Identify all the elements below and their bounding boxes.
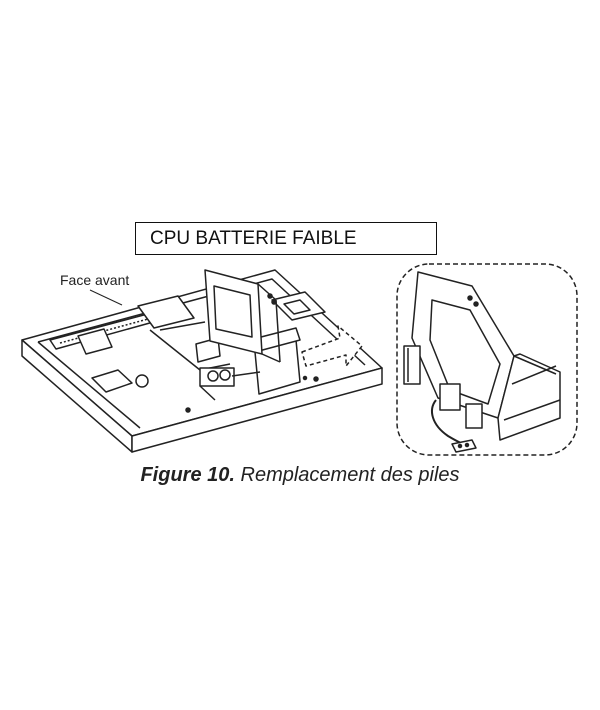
lcd-message-text: CPU BATTERIE FAIBLE: [150, 227, 357, 249]
face-avant-leader-line: [89, 289, 123, 306]
battery-detail-zoom-icon: [396, 263, 578, 456]
pointer-arrow-icon: [301, 325, 363, 367]
figure-caption: Figure 10. Remplacement des piles: [0, 464, 600, 487]
figure-number: Figure 10.: [140, 464, 235, 486]
figure-title: Remplacement des piles: [234, 464, 460, 486]
face-avant-label: Face avant: [60, 272, 130, 288]
panel-housing-icon: [21, 269, 383, 453]
lcd-message-box: CPU BATTERIE FAIBLE: [135, 222, 437, 255]
